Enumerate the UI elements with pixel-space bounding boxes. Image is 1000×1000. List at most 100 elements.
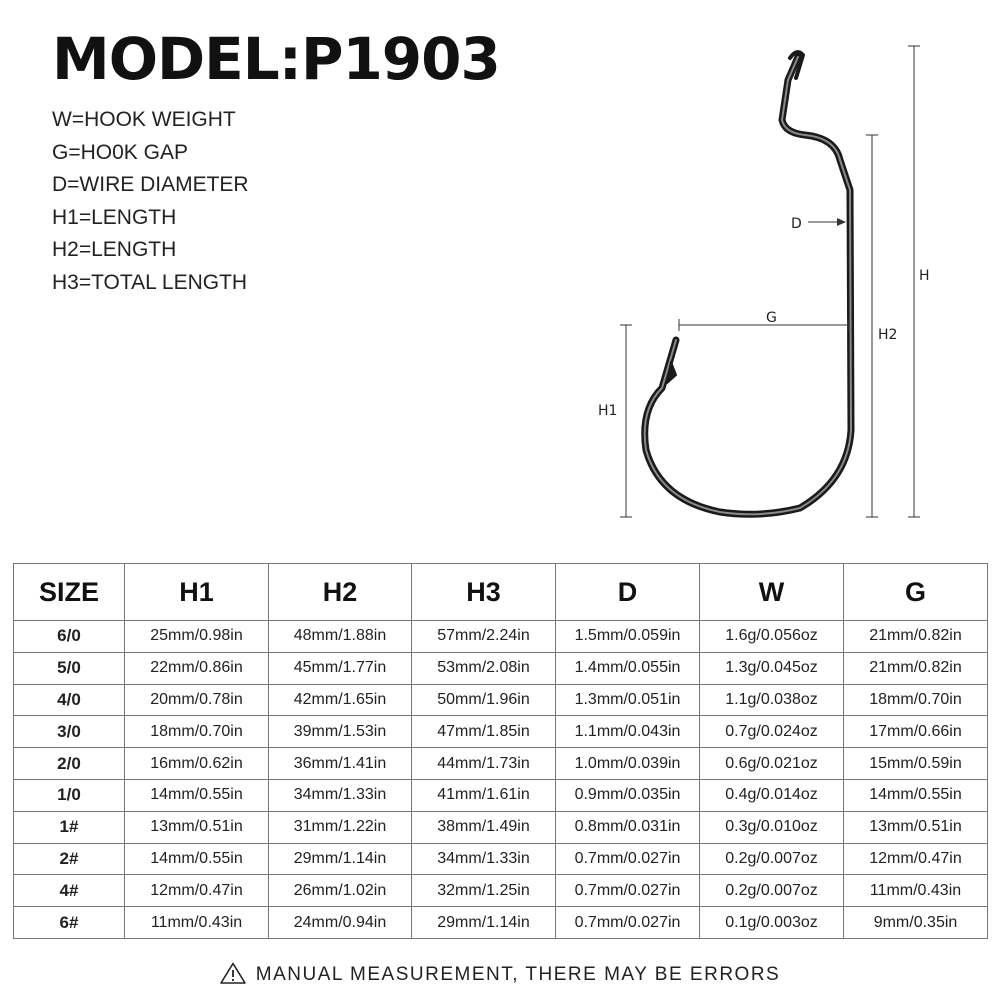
table-cell: 14mm/0.55in	[124, 778, 269, 812]
fishing-hook-icon	[641, 50, 855, 518]
measurement-note: MANUAL MEASUREMENT, THERE MAY BE ERRORS	[0, 962, 1000, 986]
legend-item-h2: H2=LENGTH	[52, 238, 177, 262]
table-cell: 29mm/1.14in	[268, 842, 412, 876]
table-cell: 0.9mm/0.035in	[555, 778, 700, 812]
table-cell: 21mm/0.82in	[843, 620, 988, 653]
column-header-h3: H3	[411, 563, 556, 621]
size-cell: 4#	[13, 874, 125, 908]
size-cell: 3/0	[13, 715, 125, 749]
diagram-label-h2: H2	[878, 327, 897, 343]
table-cell: 42mm/1.65in	[268, 683, 412, 717]
size-cell: 4/0	[13, 683, 125, 717]
diagram-label-d: D	[791, 216, 802, 232]
size-cell: 6/0	[13, 620, 125, 653]
model-title: MODEL:P1903	[52, 25, 501, 93]
column-header-h2: H2	[268, 563, 412, 621]
table-cell: 0.7g/0.024oz	[699, 715, 844, 749]
table-cell: 38mm/1.49in	[411, 810, 556, 844]
diagram-label-h1: H1	[598, 403, 617, 419]
diagram-label-h3: H3	[919, 268, 930, 284]
size-cell: 6#	[13, 906, 125, 939]
table-cell: 53mm/2.08in	[411, 651, 556, 685]
note-text: MANUAL MEASUREMENT, THERE MAY BE ERRORS	[255, 964, 781, 985]
column-header-d: D	[555, 563, 700, 621]
table-cell: 16mm/0.62in	[124, 747, 269, 780]
table-cell: 0.7mm/0.027in	[555, 906, 700, 939]
table-cell: 1.6g/0.056oz	[699, 620, 844, 653]
table-cell: 0.7mm/0.027in	[555, 874, 700, 908]
table-cell: 12mm/0.47in	[843, 842, 988, 876]
diagram-label-g: G	[766, 310, 777, 326]
table-cell: 0.3g/0.010oz	[699, 810, 844, 844]
column-header-size: SIZE	[13, 563, 125, 621]
column-header-h1: H1	[124, 563, 269, 621]
table-cell: 12mm/0.47in	[124, 874, 269, 908]
table-cell: 57mm/2.24in	[411, 620, 556, 653]
table-cell: 0.2g/0.007oz	[699, 874, 844, 908]
table-cell: 39mm/1.53in	[268, 715, 412, 749]
table-cell: 45mm/1.77in	[268, 651, 412, 685]
table-cell: 0.1g/0.003oz	[699, 906, 844, 939]
size-cell: 2/0	[13, 747, 125, 780]
table-cell: 17mm/0.66in	[843, 715, 988, 749]
size-cell: 5/0	[13, 651, 125, 685]
table-cell: 34mm/1.33in	[268, 778, 412, 812]
table-cell: 44mm/1.73in	[411, 747, 556, 780]
table-cell: 1.4mm/0.055in	[555, 651, 700, 685]
table-cell: 1.5mm/0.059in	[555, 620, 700, 653]
table-cell: 18mm/0.70in	[124, 715, 269, 749]
table-cell: 21mm/0.82in	[843, 651, 988, 685]
size-cell: 1#	[13, 810, 125, 844]
column-header-w: W	[699, 563, 844, 621]
table-cell: 20mm/0.78in	[124, 683, 269, 717]
hook-diagram: D G H1 H2 H3	[598, 45, 930, 518]
table-cell: 1.3g/0.045oz	[699, 651, 844, 685]
table-cell: 1.1mm/0.043in	[555, 715, 700, 749]
legend-item-diameter: D=WIRE DIAMETER	[52, 173, 249, 197]
table-cell: 22mm/0.86in	[124, 651, 269, 685]
table-cell: 13mm/0.51in	[124, 810, 269, 844]
table-cell: 0.4g/0.014oz	[699, 778, 844, 812]
table-cell: 1.0mm/0.039in	[555, 747, 700, 780]
table-cell: 50mm/1.96in	[411, 683, 556, 717]
size-cell: 2#	[13, 842, 125, 876]
table-cell: 15mm/0.59in	[843, 747, 988, 780]
warning-triangle-icon	[219, 962, 246, 984]
table-cell: 14mm/0.55in	[124, 842, 269, 876]
legend-item-h3: H3=TOTAL LENGTH	[52, 270, 248, 294]
legend-item-weight: W=HOOK WEIGHT	[52, 108, 236, 131]
table-cell: 18mm/0.70in	[843, 683, 988, 717]
table-cell: 9mm/0.35in	[843, 906, 988, 939]
table-cell: 0.2g/0.007oz	[699, 842, 844, 876]
table-cell: 34mm/1.33in	[411, 842, 556, 876]
table-cell: 31mm/1.22in	[268, 810, 412, 844]
column-header-g: G	[843, 563, 988, 621]
size-cell: 1/0	[13, 778, 125, 812]
table-cell: 41mm/1.61in	[411, 778, 556, 812]
table-cell: 26mm/1.02in	[268, 874, 412, 908]
legend-item-h1: H1=LENGTH	[52, 205, 177, 229]
table-cell: 24mm/0.94in	[268, 906, 412, 939]
table-cell: 25mm/0.98in	[124, 620, 269, 653]
table-cell: 32mm/1.25in	[411, 874, 556, 908]
table-cell: 11mm/0.43in	[843, 874, 988, 908]
table-cell: 47mm/1.85in	[411, 715, 556, 749]
table-cell: 0.8mm/0.031in	[555, 810, 700, 844]
table-cell: 36mm/1.41in	[268, 747, 412, 780]
table-cell: 48mm/1.88in	[268, 620, 412, 653]
table-cell: 13mm/0.51in	[843, 810, 988, 844]
table-cell: 0.7mm/0.027in	[555, 842, 700, 876]
table-cell: 1.1g/0.038oz	[699, 683, 844, 717]
